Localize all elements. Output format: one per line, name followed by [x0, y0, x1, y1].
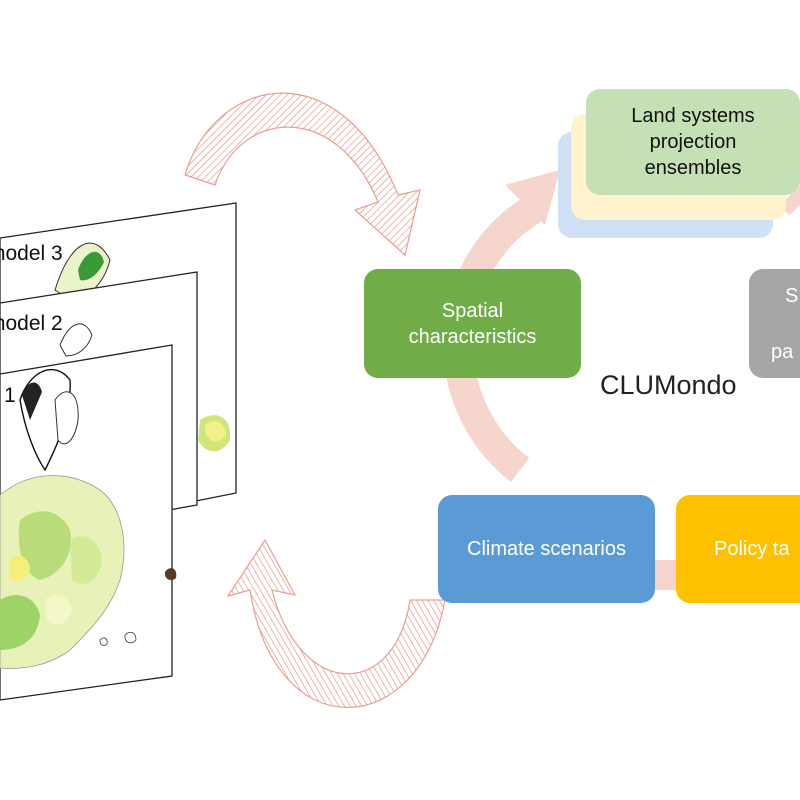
spatial-characteristics-box: Spatial characteristics: [364, 269, 581, 378]
clumondo-label: CLUMondo: [600, 370, 737, 400]
bottom-hatched-arrow: [226, 538, 446, 709]
policy-label: Policy ta: [714, 538, 790, 560]
map-label-model-2: model 2: [0, 312, 63, 335]
spatial-characteristics-label: Spatial characteristics: [408, 299, 537, 348]
map-label-model-1: 1: [4, 384, 16, 407]
climate-scenarios-label: Climate scenarios: [467, 538, 626, 560]
policy-box: Policy ta: [676, 495, 800, 603]
gray-box-label-bottom: pa: [771, 341, 794, 363]
gray-box: S pa: [749, 269, 800, 378]
climate-scenarios-box: Climate scenarios: [438, 495, 655, 603]
map-sheet-1: [0, 344, 177, 701]
top-hatched-arrow: [184, 92, 421, 257]
land-systems-label: Land systems projection ensembles: [631, 105, 755, 179]
gray-box-label-top: S: [785, 285, 799, 307]
map-label-model-3: model 3: [0, 242, 63, 265]
land-systems-box: Land systems projection ensembles: [586, 89, 800, 195]
